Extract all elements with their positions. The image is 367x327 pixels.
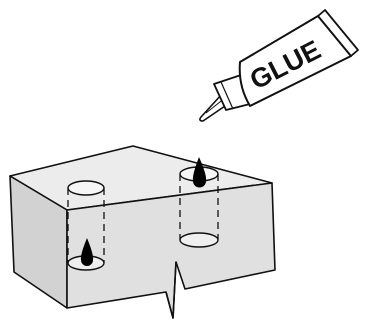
- glue-drop-icon: [192, 157, 207, 188]
- right-hole-bottom: [179, 232, 219, 248]
- break-mark-icon: [165, 261, 177, 319]
- right-hole: [179, 157, 219, 248]
- block-icon: [9, 145, 276, 319]
- glue-drop-icon: [80, 238, 94, 266]
- tube-neck-ridge: [220, 81, 234, 110]
- tube-body: [238, 15, 352, 107]
- glue-tube-icon: GLUE: [199, 9, 359, 122]
- left-hole-top: [67, 180, 105, 196]
- tube-crimp: [317, 9, 359, 57]
- left-hole: [67, 180, 105, 271]
